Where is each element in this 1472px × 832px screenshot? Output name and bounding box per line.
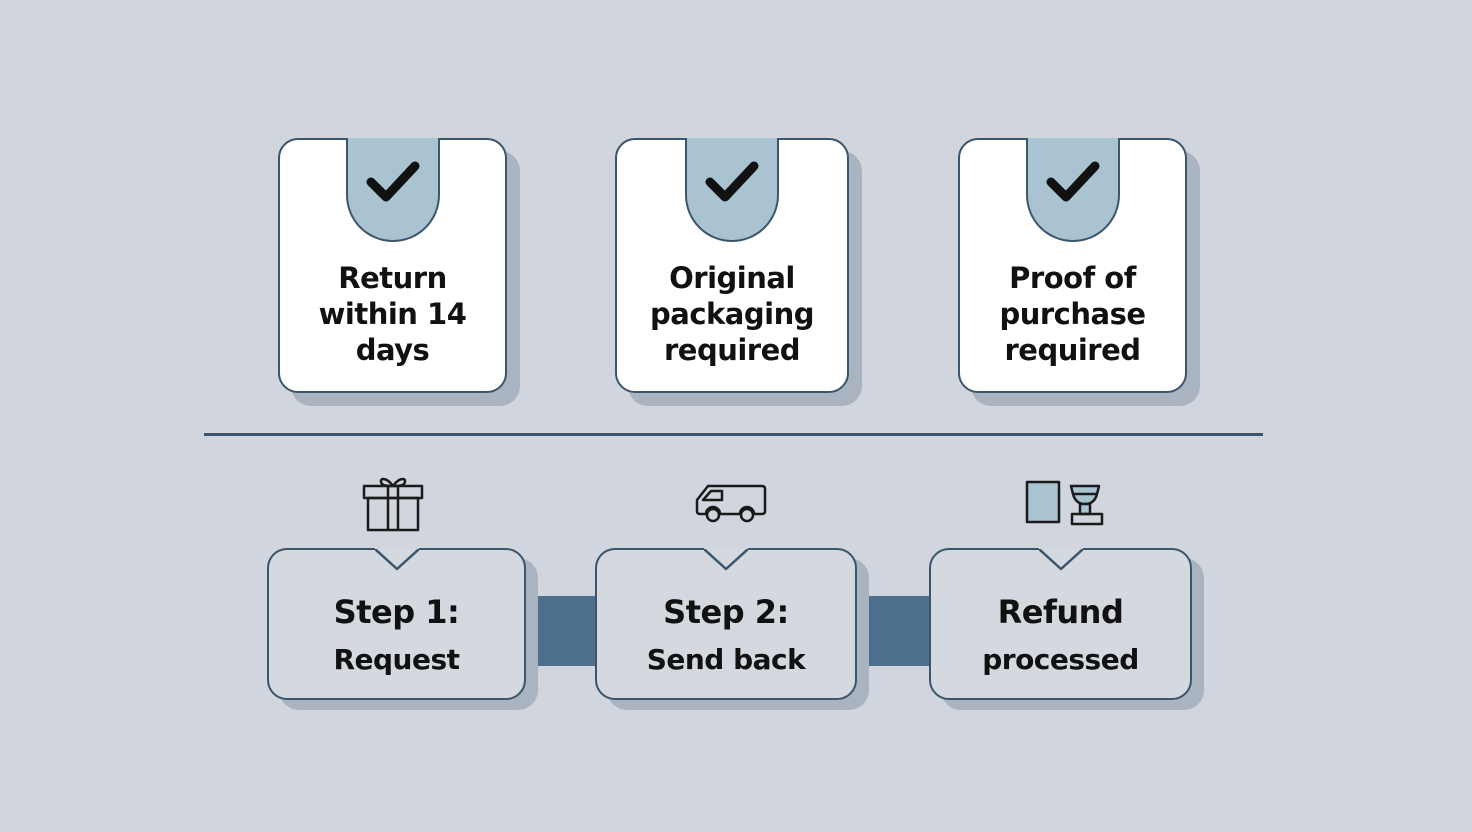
step-label: Step 2: Send back	[603, 588, 849, 684]
requirement-label: Original packaging required	[650, 261, 814, 367]
requirement-card-return-window: Return within 14 days	[278, 138, 507, 393]
pointer-notch	[1038, 547, 1083, 571]
requirement-label: Return within 14 days	[318, 261, 467, 367]
check-tab	[1025, 138, 1120, 242]
checkmark-icon	[366, 161, 419, 202]
step-subtitle: Request	[333, 643, 460, 676]
step-subtitle: processed	[982, 643, 1139, 676]
pointer-notch	[704, 547, 748, 571]
step-connector	[852, 596, 936, 666]
checkmark-icon	[1046, 161, 1099, 202]
check-tab	[685, 138, 779, 242]
step-title: Step 2:	[663, 593, 789, 631]
step-connector	[520, 596, 602, 666]
checkmark-icon	[705, 161, 759, 202]
refund-terminal-icon	[1025, 480, 1104, 526]
check-tab	[345, 138, 440, 242]
pointer-notch	[374, 547, 419, 571]
step-box-request: Step 1: Request	[267, 547, 526, 700]
step-title: Refund	[997, 593, 1124, 631]
step-label: Step 1: Request	[275, 588, 518, 684]
delivery-van-icon	[695, 484, 767, 523]
step-subtitle: Send back	[646, 643, 806, 676]
requirement-card-original-packaging: Original packaging required	[615, 138, 849, 393]
step-box-refund-processed: Refund processed	[929, 547, 1192, 700]
step-label: Refund processed	[937, 588, 1184, 684]
gift-box-icon	[362, 477, 424, 532]
requirement-card-proof-of-purchase: Proof of purchase required	[958, 138, 1187, 393]
step-title: Step 1:	[333, 593, 460, 631]
step-box-send-back: Step 2: Send back	[595, 547, 857, 700]
section-divider	[204, 433, 1263, 436]
requirement-label: Proof of purchase required	[999, 261, 1146, 367]
